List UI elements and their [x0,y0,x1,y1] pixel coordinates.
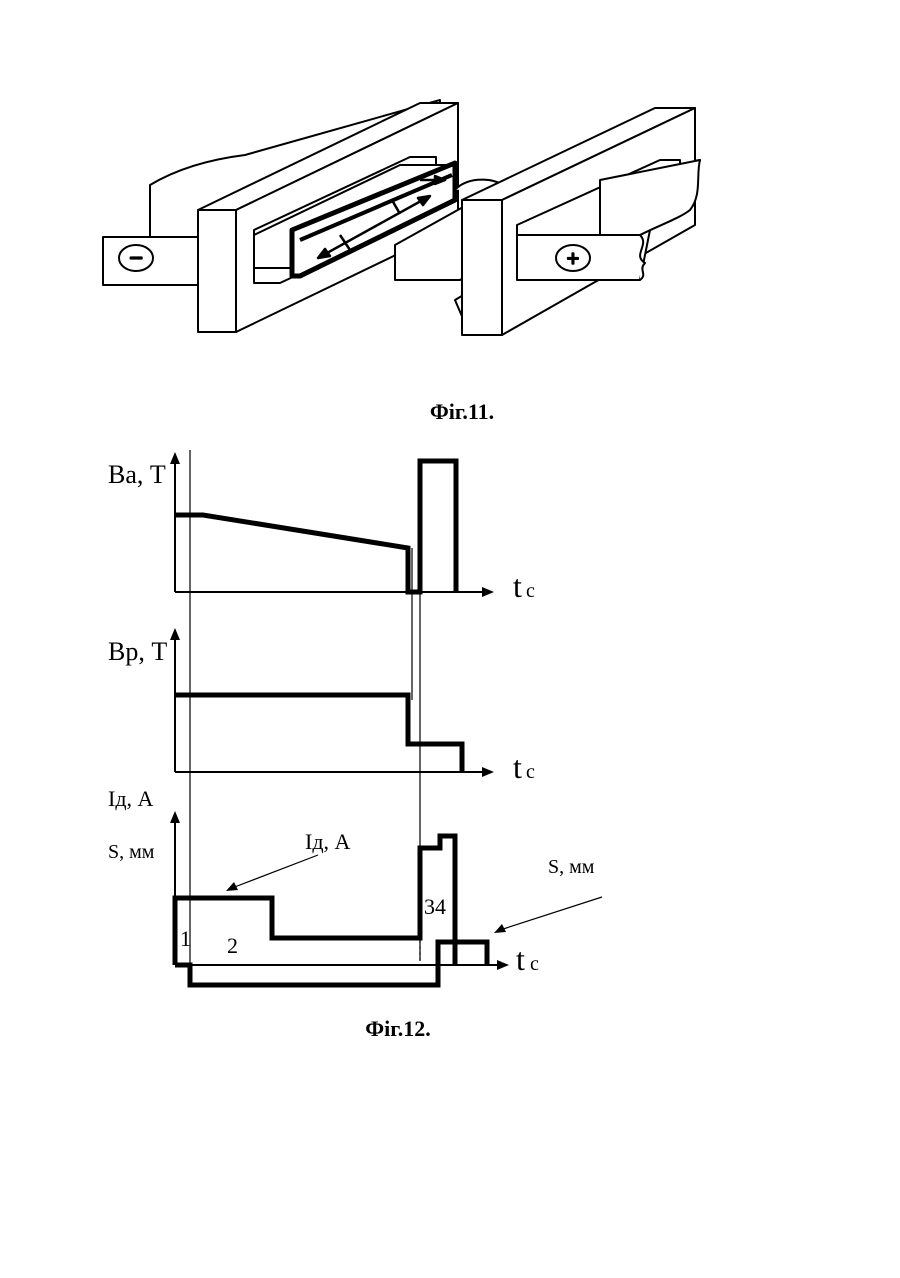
bp-x-axis-arrow [482,767,494,777]
id-annotation-label: Iд, А [305,829,351,854]
s-y-label: S, мм [108,841,155,863]
ba-x-unit: с [526,580,535,602]
stage-label-1: 1 [180,926,191,951]
s-displacement-line [175,942,487,985]
id-annotation-arrowhead [226,882,238,891]
stage-label-34: 34 [424,894,446,919]
left-clamp-front [198,210,236,332]
id-x-label: t [516,941,525,977]
fig11-drawing: − [103,100,700,335]
ba-series-line [175,461,456,592]
fig12-caption: Фіг.12. [365,1016,431,1041]
plot-ba [170,452,494,597]
ba-y-label: Ва, Т [108,460,166,489]
fig11-caption: Фіг.11. [430,399,494,424]
left-terminal-bar [103,237,205,285]
id-current-line [175,836,455,965]
id-annotation-leader [232,855,318,888]
id-y-axis-arrow [170,811,180,823]
s-annotation-label: S, мм [548,856,595,878]
id-y-label: Iд, А [108,786,154,811]
stage-label-2: 2 [227,933,238,958]
id-x-unit: с [530,953,539,975]
ba-y-axis-arrow [170,452,180,464]
ba-x-axis-arrow [482,587,494,597]
bp-y-label: Вр, Т [108,637,167,666]
bp-series-line [175,695,462,772]
bp-x-unit: с [526,761,535,783]
right-clamp-front [462,200,502,335]
minus-terminal-sign: − [129,246,143,272]
ba-x-label: t [513,568,522,604]
s-annotation-arrowhead [494,924,506,933]
id-x-axis-arrow [497,960,509,970]
bp-y-axis-arrow [170,628,180,640]
plot-bp [170,628,494,777]
plus-terminal-sign: + [567,246,579,271]
bp-x-label: t [513,749,522,785]
s-annotation-leader [500,897,602,930]
